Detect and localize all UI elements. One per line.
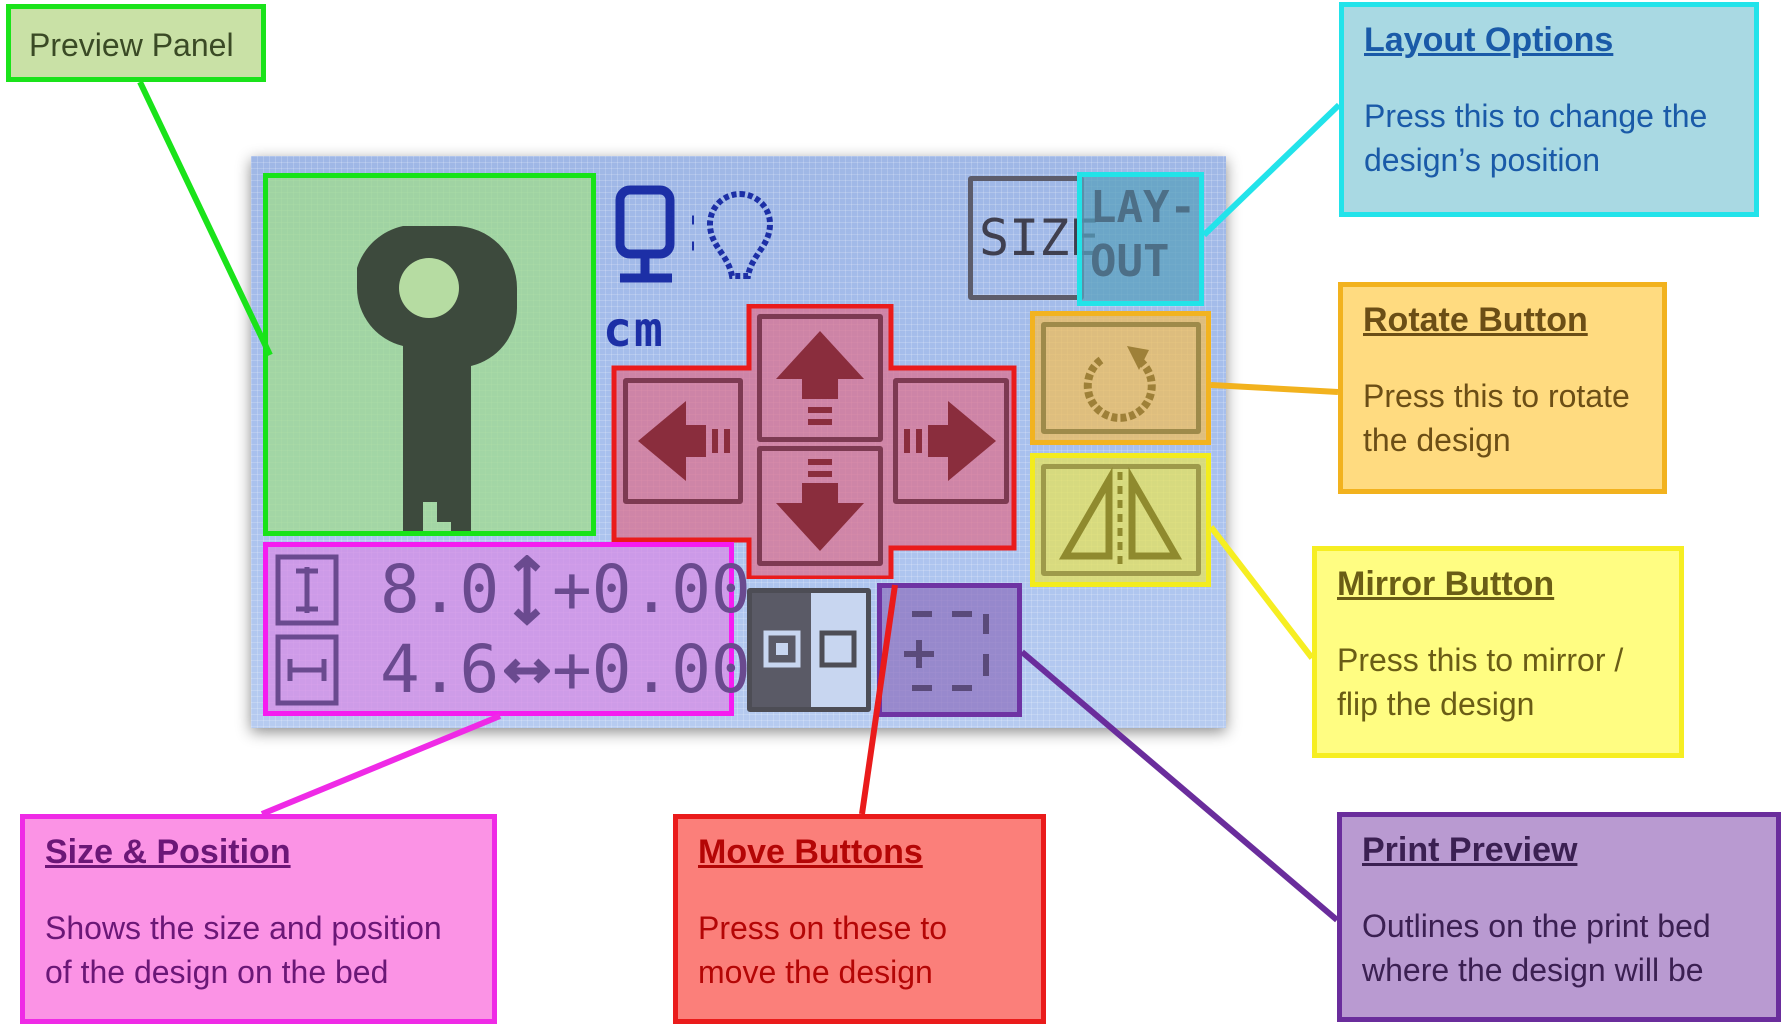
arrow-left-icon [638, 401, 730, 481]
unit-label: cm [603, 302, 665, 358]
mirror-icon [1058, 466, 1183, 564]
mirror-button[interactable] [1030, 453, 1211, 587]
height-offset: +0.00 [552, 551, 751, 628]
callout-preview-title: Preview Panel [29, 27, 234, 63]
layout-button-label: LAY- OUT [1090, 182, 1196, 287]
print-preview-button[interactable] [877, 583, 1022, 717]
callout-rotate-desc: Press this to rotate the design [1363, 378, 1630, 458]
print-preview-icon [904, 611, 989, 691]
callout-print-title: Print Preview [1362, 831, 1578, 869]
height-value: 8.0 [380, 551, 500, 628]
callout-size-position: Size & Position Shows the size and posit… [20, 814, 497, 1024]
move-left-button[interactable] [623, 378, 743, 504]
width-offset: +0.00 [552, 631, 751, 708]
callout-size-title: Size & Position [45, 833, 291, 871]
width-value: 4.6 [380, 631, 500, 708]
monitor-design-icon [615, 185, 774, 283]
key-design-icon [357, 226, 517, 552]
callout-mirror-button: Mirror Button Press this to mirror / fli… [1312, 546, 1684, 758]
rotate-icon [1083, 346, 1156, 422]
move-up-button[interactable] [757, 314, 883, 442]
callout-print-preview: Print Preview Outlines on the print bed … [1337, 812, 1781, 1022]
move-down-button[interactable] [757, 446, 883, 566]
callout-rotate-button: Rotate Button Press this to rotate the d… [1338, 282, 1667, 494]
callout-move-buttons: Move Buttons Press on these to move the … [673, 814, 1046, 1024]
height-width-icons [275, 554, 339, 706]
callout-print-desc: Outlines on the print bed where the desi… [1362, 908, 1711, 988]
callout-mirror-desc: Press this to mirror / flip the design [1337, 642, 1624, 722]
callout-mirror-title: Mirror Button [1337, 565, 1555, 603]
layout-options-button[interactable]: LAY- OUT [1077, 172, 1204, 306]
rotate-button[interactable] [1030, 311, 1211, 445]
view-toggle-button[interactable] [747, 588, 871, 712]
callout-layout-desc: Press this to change the design’s positi… [1364, 98, 1708, 178]
arrow-up-icon [776, 331, 864, 425]
arrow-right-icon [904, 401, 996, 481]
offset-arrows-icon [504, 555, 550, 684]
callout-preview-panel: Preview Panel [6, 4, 266, 82]
view-toggle-icon [763, 630, 857, 668]
callout-move-desc: Press on these to move the design [698, 910, 948, 990]
callout-layout-options: Layout Options Press this to change the … [1339, 2, 1759, 217]
move-buttons [611, 303, 1017, 581]
callout-layout-title: Layout Options [1364, 21, 1614, 59]
arrow-down-icon [776, 459, 864, 551]
callout-size-desc: Shows the size and position of the desig… [45, 910, 442, 990]
preview-panel[interactable] [263, 173, 596, 552]
callout-move-title: Move Buttons [698, 833, 923, 871]
callout-rotate-title: Rotate Button [1363, 301, 1588, 339]
move-right-button[interactable] [893, 378, 1009, 504]
